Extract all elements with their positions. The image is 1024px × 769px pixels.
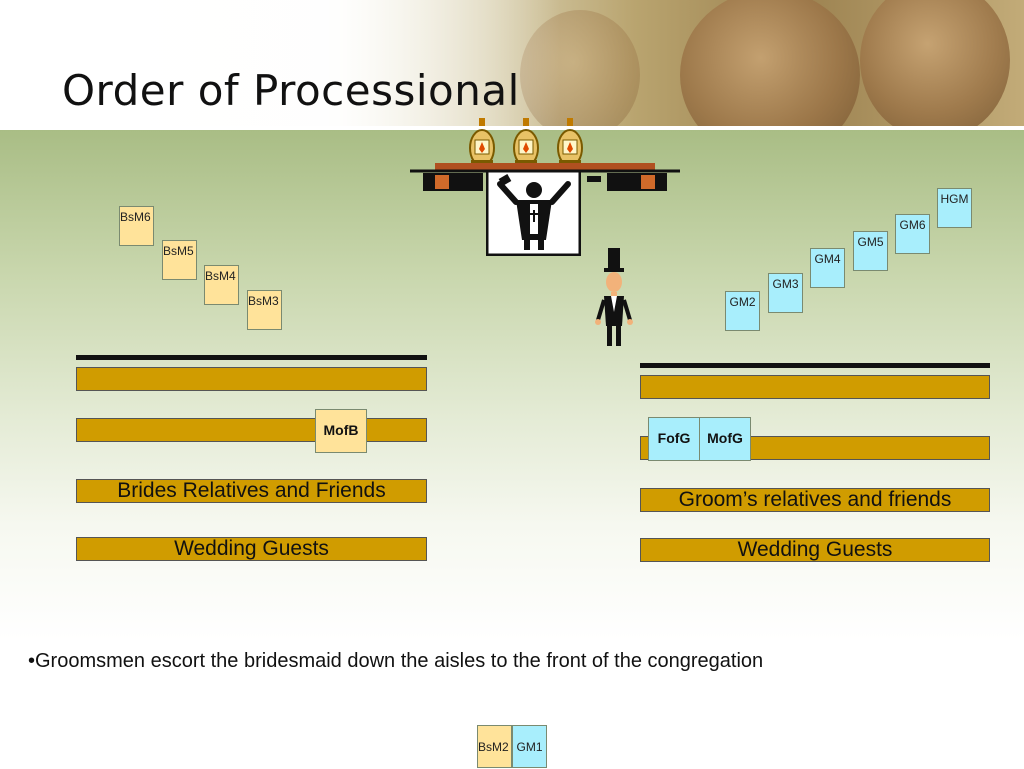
- entry-bridesmaid-tag: BsM2: [477, 725, 512, 768]
- bullet-text: •Groomsmen escort the bridesmaid down th…: [28, 650, 764, 672]
- groomsman-tag: GM2: [725, 291, 760, 331]
- pew-bride-second: [76, 418, 427, 442]
- pew-groom-front: [640, 375, 990, 399]
- father-of-groom-tag: FofG: [648, 417, 700, 461]
- mother-of-bride-tag: MofB: [315, 409, 367, 453]
- mother-of-groom-tag: MofG: [699, 417, 751, 461]
- photo-face-child: [860, 0, 1010, 128]
- bridesmaid-tag: BsM5: [162, 240, 197, 280]
- groomsman-tag: GM6: [895, 214, 930, 254]
- candle-lantern-icon: [513, 118, 539, 167]
- groom-figure-icon: [595, 248, 633, 346]
- bridesmaid-tag: BsM3: [247, 290, 282, 330]
- header-banner: [0, 0, 1024, 128]
- pew-bride-relatives: Brides Relatives and Friends: [76, 479, 427, 503]
- pew-bride-guests: Wedding Guests: [76, 537, 427, 561]
- groomsman-tag: GM4: [810, 248, 845, 288]
- photo-face-woman: [680, 0, 860, 128]
- bridesmaid-tag: BsM6: [119, 206, 154, 246]
- candle-lantern-icon: [557, 118, 583, 167]
- altar: [410, 118, 680, 191]
- groomsman-tag: GM3: [768, 273, 803, 313]
- slide-title: Order of Processional: [62, 66, 520, 115]
- pew-bride-front: [76, 367, 427, 391]
- pew-groom-relatives: Groom’s relatives and friends: [640, 488, 990, 512]
- pew-groom-guests: Wedding Guests: [640, 538, 990, 562]
- bridesmaid-tag: BsM4: [204, 265, 239, 305]
- minister-icon: [486, 170, 581, 256]
- groomsman-tag: HGM: [937, 188, 972, 228]
- candle-lantern-icon: [469, 118, 495, 167]
- groomsman-tag: GM5: [853, 231, 888, 271]
- entry-groomsman-tag: GM1: [512, 725, 547, 768]
- front-rule-right: [640, 363, 990, 368]
- front-rule-left: [76, 355, 427, 360]
